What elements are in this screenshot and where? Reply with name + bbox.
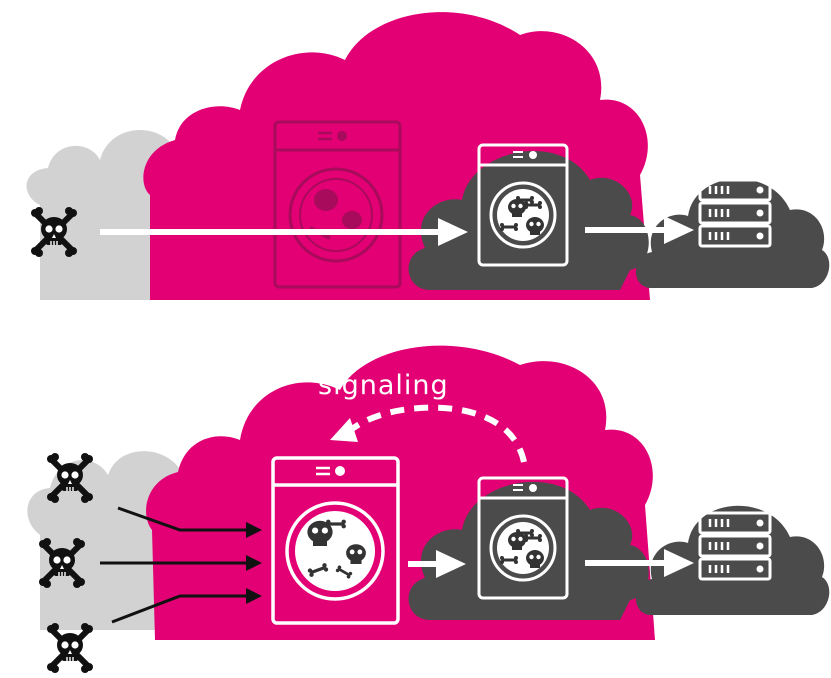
skull-crossbones-icon <box>47 623 93 673</box>
clean-traffic-arrow-top <box>585 216 694 244</box>
signaling-arrow <box>330 404 527 463</box>
attack-arrowhead <box>246 555 262 571</box>
clean-traffic-arrow-bottom <box>585 549 694 577</box>
attack-arrowhead <box>246 522 262 538</box>
server-rack-icon-top <box>698 178 772 248</box>
attack-arrow <box>117 506 248 532</box>
scrubbing-center-washer-active <box>271 456 400 625</box>
signaling-label: signaling <box>318 370 449 401</box>
attack-arrowhead <box>246 588 262 604</box>
top-scenario <box>26 12 830 300</box>
forward-traffic-arrow <box>408 550 466 578</box>
server-rack-icon-bottom <box>698 511 772 581</box>
inactive-scrubber-washer-top <box>273 120 402 289</box>
bottom-scenario: signaling <box>27 345 830 673</box>
traffic-arrow-top <box>100 218 468 246</box>
attack-arrow <box>111 594 248 624</box>
server-cloud-top <box>635 178 830 288</box>
